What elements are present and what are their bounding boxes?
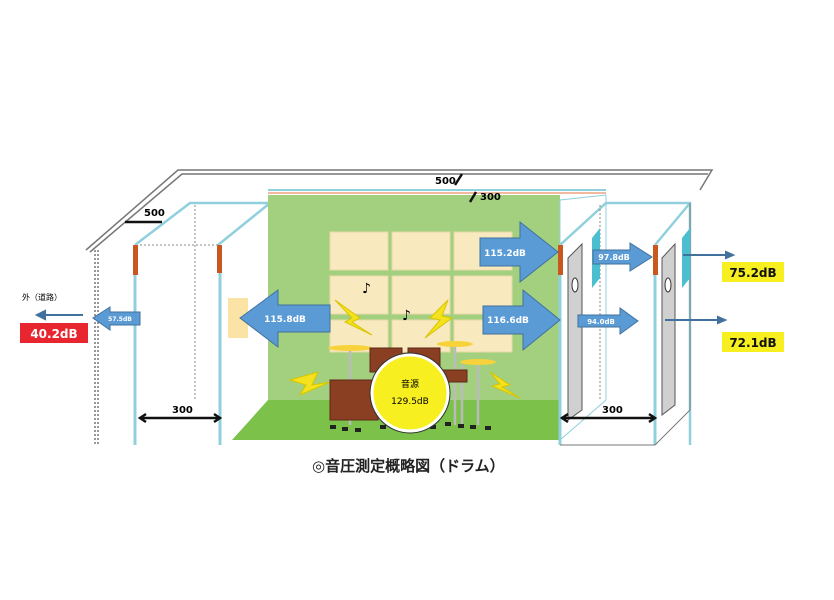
diagram-caption: ◎音圧測定概略図（ドラム） (312, 457, 505, 475)
drum-kit-icon (328, 341, 496, 434)
right-upper-result-badge (722, 262, 784, 282)
left-room (133, 201, 271, 445)
level-right-lower-inner: 116.6dB (487, 316, 529, 326)
right-upper-result: 75.2dB (729, 266, 776, 280)
right-lower-result: 72.1dB (729, 336, 776, 350)
source-level: 129.5dB (391, 397, 429, 407)
dimension-lines (125, 173, 658, 424)
music-note-icon: ♪ (362, 281, 371, 297)
outside-result: 40.2dB (30, 327, 77, 341)
music-note-icon: ♪ (402, 308, 411, 324)
arrow-right-upper-inner (479, 220, 559, 284)
right-rooms (558, 201, 692, 446)
right-lower-result-badge (722, 332, 784, 352)
door (567, 242, 583, 421)
level-left-outer: 57.5dB (108, 316, 132, 323)
building-outline (85, 169, 714, 445)
door-seal (133, 245, 138, 275)
arrow-left-inner (239, 289, 331, 349)
dim-left-width: 300 (172, 405, 193, 416)
arrow-right-upper-mid (592, 242, 653, 272)
window-panel (682, 228, 690, 288)
dim-right-width: 300 (602, 405, 623, 416)
door-seal (217, 245, 222, 273)
level-left-inner: 115.8dB (264, 315, 306, 325)
level-right-lower-mid: 94.0dB (587, 318, 615, 326)
sound-bolt-icons (288, 299, 521, 399)
dim-top-depth: 500 (435, 176, 456, 187)
outside-road-label: 外（道路） (22, 292, 62, 302)
dim-left-depth: 500 (144, 208, 165, 219)
door (661, 242, 676, 417)
source-label: 音源 (401, 378, 419, 390)
arrow-right-lower-inner (482, 288, 561, 352)
level-right-upper-inner: 115.2dB (484, 249, 526, 259)
arrow-right-lower-mid (577, 307, 639, 335)
arrow-left-outer (92, 306, 141, 331)
outside-result-badge (20, 323, 88, 343)
dim-top-wall: 300 (480, 192, 501, 203)
level-right-upper-mid: 97.8dB (598, 253, 630, 262)
